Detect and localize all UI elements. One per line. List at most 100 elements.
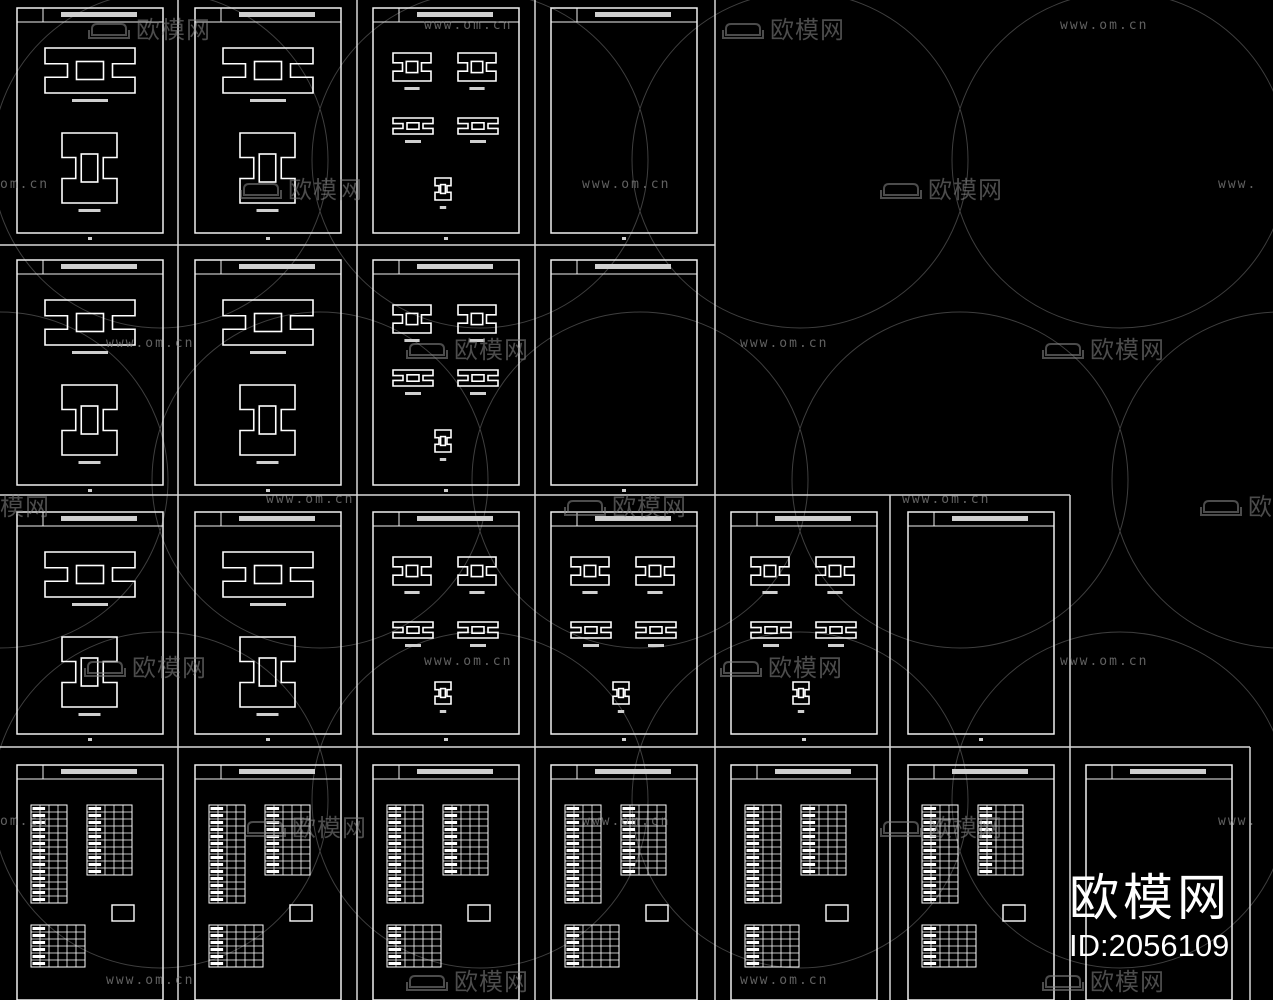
table-cell-fill — [32, 856, 46, 859]
table-cell-fill — [566, 849, 580, 852]
profile-outline — [44, 551, 136, 598]
profile-outline — [457, 556, 497, 586]
table-cell-fill — [210, 891, 224, 894]
sheet-border — [730, 511, 878, 735]
table-cell-fill — [746, 835, 760, 838]
table-cell-fill — [746, 877, 760, 880]
sheet-border — [194, 764, 342, 1000]
watermark-cn: 欧模网 — [88, 10, 211, 45]
watermark-url: www.om.cn — [740, 336, 829, 351]
profile-chamber — [649, 625, 663, 634]
sheet-number-mark — [88, 237, 92, 240]
watermark-url: www.om.cn — [740, 973, 829, 988]
sofa-logo-icon — [406, 971, 448, 991]
table-cell-fill — [88, 821, 102, 824]
table-cell-fill — [32, 955, 46, 958]
table-cell-fill — [566, 821, 580, 824]
table-cell-fill — [388, 814, 402, 817]
profile-chamber — [405, 312, 419, 326]
profile-label — [404, 339, 420, 342]
table-cell-fill — [32, 877, 46, 880]
table-cell-fill — [388, 955, 402, 958]
watermark-arc — [311, 0, 649, 329]
sheet-number-mark — [979, 738, 983, 741]
table-cell-fill — [266, 849, 280, 852]
sheet-title-scribble — [239, 516, 315, 521]
profile-chamber — [584, 625, 598, 634]
table-cell-fill — [923, 934, 937, 937]
table-cell-fill — [210, 884, 224, 887]
profile-label — [404, 591, 420, 594]
table-cell-fill — [388, 835, 402, 838]
profile-outline — [570, 556, 610, 586]
table-cell-fill — [746, 863, 760, 866]
table-cell-fill — [32, 891, 46, 894]
profile-chamber — [405, 60, 419, 74]
sheet-number-mark — [622, 738, 626, 741]
profile-label — [439, 710, 447, 713]
section-detail — [825, 904, 849, 922]
table-cell-fill — [566, 898, 580, 901]
sheet-number-mark — [622, 489, 626, 492]
sheet-number-mark — [444, 237, 448, 240]
profile-label — [647, 591, 663, 594]
table-cell-fill — [622, 821, 636, 824]
profile-chamber — [797, 687, 805, 699]
profile-chamber — [406, 122, 420, 131]
profile-outline — [434, 681, 452, 705]
sheet-title-scribble — [775, 516, 851, 521]
profile-label — [78, 461, 101, 464]
table-cell-fill — [88, 842, 102, 845]
sheet-border — [194, 7, 342, 234]
table-cell-fill — [88, 807, 102, 810]
sheet-border — [372, 259, 520, 486]
sheet-border — [907, 764, 1055, 1000]
sofa-logo-icon — [240, 179, 282, 199]
table-cell-fill — [923, 927, 937, 930]
table-cell-fill — [388, 828, 402, 831]
profile-label — [797, 710, 805, 713]
table-cell-fill — [923, 884, 937, 887]
table-cell-fill — [802, 828, 816, 831]
table-cell-fill — [622, 814, 636, 817]
sheet-number-mark — [266, 738, 270, 741]
sheet-number-mark — [266, 237, 270, 240]
table-cell-fill — [923, 842, 937, 845]
profile-outline — [457, 621, 499, 639]
table-cell-fill — [566, 828, 580, 831]
profile-label — [762, 591, 778, 594]
profile-chamber — [253, 564, 283, 585]
profile-outline — [635, 621, 677, 639]
watermark-url: www.om.cn — [582, 177, 671, 192]
sofa-logo-icon — [406, 339, 448, 359]
profile-outline — [457, 369, 499, 387]
drawing-sheet — [730, 764, 878, 1000]
drawing-sheet — [907, 764, 1055, 1000]
table-cell-fill — [32, 948, 46, 951]
profile-chamber — [80, 153, 99, 183]
sheet-number-mark — [802, 738, 806, 741]
profile-outline — [44, 47, 136, 94]
table-cell-fill — [979, 814, 993, 817]
watermark-url: www.om.cn — [106, 973, 195, 988]
profile-chamber — [75, 564, 105, 585]
sofa-logo-icon — [722, 19, 764, 39]
sheet-border — [16, 259, 164, 486]
profile-outline — [61, 384, 118, 456]
drawing-sheet — [550, 7, 698, 240]
section-detail — [1002, 904, 1026, 922]
sheet-title-scribble — [239, 769, 315, 774]
table-cell-fill — [746, 934, 760, 937]
table-cell-fill — [566, 948, 580, 951]
drawing-sheet — [194, 764, 342, 1000]
watermark-arc — [631, 0, 969, 329]
profile-chamber — [471, 625, 485, 634]
watermark-url: om.cn — [0, 177, 50, 192]
profile-chamber — [471, 373, 485, 382]
table-cell-fill — [802, 870, 816, 873]
sheet-title-scribble — [239, 264, 315, 269]
table-cell-fill — [388, 863, 402, 866]
drawing-sheet — [16, 764, 164, 1000]
watermark-url: www.om.cn — [1060, 654, 1149, 669]
